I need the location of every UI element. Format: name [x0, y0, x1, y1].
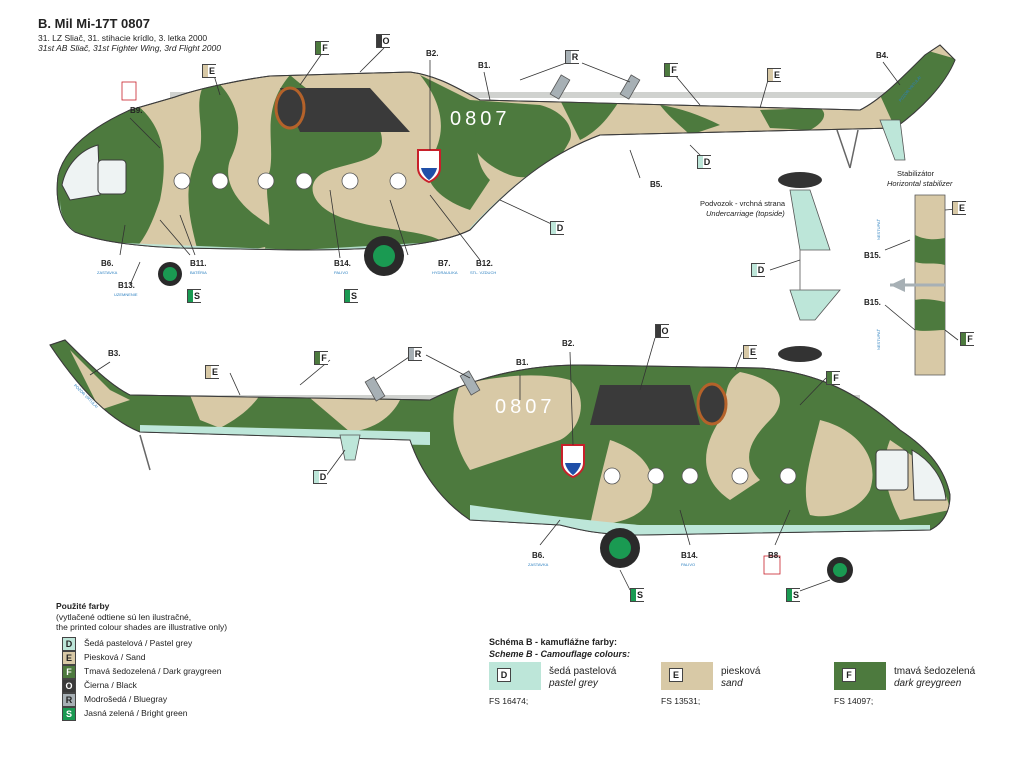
tiny-hydraulika: HYDRAULIKA: [432, 270, 458, 275]
stabilizer-label-sk: Stabilizátor: [897, 169, 935, 178]
swatch-r: R: [408, 347, 422, 361]
callout-b14-bottom: B14.: [681, 551, 698, 560]
swatch-r: R: [565, 50, 579, 64]
undercarriage-label-sk: Podvozok - vrchná strana: [700, 199, 786, 208]
swatch-e: E: [205, 365, 219, 379]
undercarriage-label-en: Undercarriage (topside): [706, 209, 785, 218]
swatch-s: S: [786, 588, 800, 602]
bottom-helicopter: POZOR VRTULA! 0807: [49, 339, 951, 583]
swatch-f: F: [315, 41, 329, 55]
callout-b14-top: B14.: [334, 259, 351, 268]
legend-title: Použité farby: [56, 601, 110, 611]
callout-b9: B9.: [130, 106, 142, 115]
tiny-zastavka-top: ZASTAVKA: [97, 270, 118, 275]
swatch-f: F: [826, 371, 840, 385]
stabilizer-nestupat-top: NESTUPAŤ: [876, 218, 881, 240]
scheme-title-sk: Schéma B - kamuflážne farby:: [489, 637, 618, 647]
bottom-serial: 0807: [495, 396, 556, 418]
swatch-d: D: [751, 263, 765, 277]
top-serial: 0807: [450, 108, 511, 130]
callout-b2-bottom: B2.: [562, 339, 574, 348]
swatch-f: F: [664, 63, 678, 77]
stabilizer-label-en: Horizontal stabilizer: [887, 179, 953, 188]
callout-b11: B11.: [190, 259, 206, 268]
callout-b6-bottom: B6.: [532, 551, 544, 560]
legend-note-line1: (vytlačené odtiene sú len ilustračné,: [56, 612, 192, 622]
callout-b15-bottom: B15.: [864, 298, 881, 307]
callout-b15-top: B15.: [864, 251, 881, 260]
swatch-e: E: [767, 68, 781, 82]
swatch-f: F: [314, 351, 328, 365]
undercarriage-topside: [778, 172, 841, 362]
callout-b3: B3.: [108, 349, 120, 358]
callout-b7: B7.: [438, 259, 450, 268]
horizontal-stabilizer: NESTUPAŤ NESTUPAŤ: [876, 194, 946, 376]
swatch-d: D: [550, 221, 564, 235]
scheme-title-en: Scheme B - Camouflage colours:: [489, 649, 631, 659]
callout-b6-top: B6.: [101, 259, 113, 268]
callout-lines: [89, 47, 959, 593]
callout-b12: B12.: [476, 259, 493, 268]
swatch-s: S: [630, 588, 644, 602]
tiny-vzduch: STL. VZDUCH: [470, 270, 496, 275]
legend-note: (vytlačené odtiene sú len ilustračné, th…: [56, 612, 227, 632]
tiny-palivo-top: PALIVO: [334, 270, 348, 275]
callout-b1-top: B1.: [478, 61, 490, 70]
callout-b1-bottom: B1.: [516, 358, 528, 367]
swatch-s: S: [187, 289, 201, 303]
tiny-palivo-bottom: PALIVO: [681, 562, 695, 567]
callout-b5: B5.: [650, 180, 662, 189]
swatch-s: S: [344, 289, 358, 303]
swatch-e: E: [952, 201, 966, 215]
tiny-uzemnenie: UZEMNENIE: [114, 292, 138, 297]
swatch-e: E: [743, 345, 757, 359]
tiny-bateria: BATÉRIA: [190, 270, 207, 275]
swatch-f: F: [960, 332, 974, 346]
callout-b4: B4.: [876, 51, 888, 60]
subtitle-sk: 31. LZ Sliač, 31. stihacie krídlo, 3. le…: [38, 33, 208, 43]
page-subtitle: 31. LZ Sliač, 31. stihacie krídlo, 3. le…: [38, 33, 221, 53]
tiny-zastavka-bottom: ZASTAVKA: [528, 562, 549, 567]
legend-note-line2: the printed colour shades are illustrati…: [56, 622, 228, 632]
stabilizer-nestupat-bottom: NESTUPAŤ: [876, 328, 881, 350]
swatch-o: O: [376, 34, 390, 48]
swatch-d: D: [697, 155, 711, 169]
callout-b8: B8.: [768, 551, 780, 560]
swatch-e: E: [202, 64, 216, 78]
callout-b2-top: B2.: [426, 49, 438, 58]
subtitle-en: 31st AB Sliač, 31st Fighter Wing, 3rd Fl…: [38, 43, 221, 53]
callout-b13: B13.: [118, 281, 135, 290]
scheme-title: Schéma B - kamuflážne farby: Scheme B - …: [489, 636, 630, 660]
swatch-o: O: [655, 324, 669, 338]
swatch-d: D: [313, 470, 327, 484]
page-title: B. Mil Mi-17T 0807: [38, 16, 150, 31]
